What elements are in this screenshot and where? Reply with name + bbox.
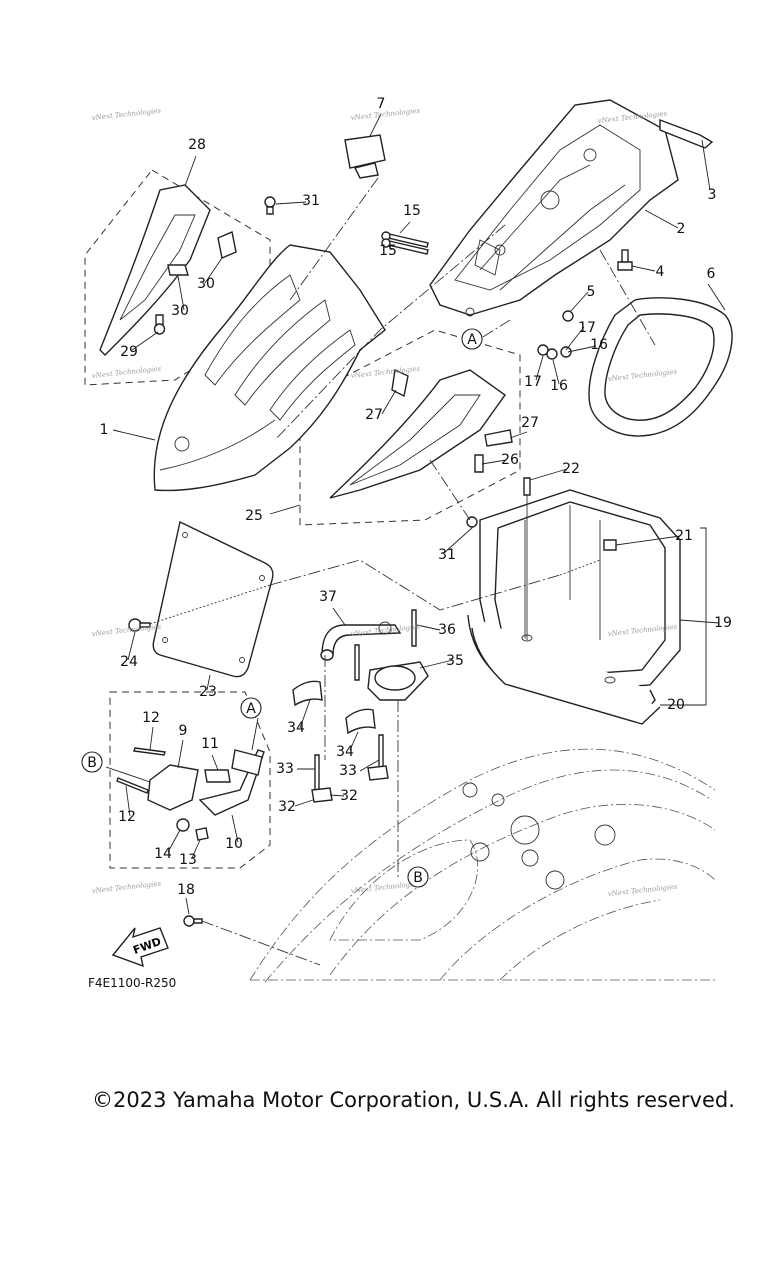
callout-10: 10 (225, 836, 243, 852)
bolt-36 (411, 609, 417, 647)
hull-outline (249, 748, 716, 983)
letter-marker-layer: A A B B (81, 328, 483, 888)
svg-text:B: B (87, 755, 97, 771)
marker-A: A (461, 328, 483, 350)
callout-18: 18 (177, 882, 195, 898)
callout-20: 20 (667, 697, 685, 713)
marker-B: B (407, 866, 429, 888)
fwd-arrow-icon: FWD (111, 927, 169, 968)
bolt-22 (523, 477, 531, 640)
svg-text:A: A (467, 332, 477, 348)
callout-2: 2 (677, 221, 686, 237)
pads-30 (167, 231, 237, 276)
callout-27: 27 (521, 415, 539, 431)
group-box-pedal (109, 691, 271, 869)
drawing-code: F4E1100-R250 (88, 976, 176, 990)
check-valve (367, 661, 429, 701)
callout-17: 17 (524, 374, 542, 390)
callout-21: 21 (675, 528, 693, 544)
group-box-28 (84, 169, 271, 386)
callout-15: 15 (403, 203, 421, 219)
storage-tub (467, 489, 681, 725)
plug-21 (603, 539, 617, 551)
callout-27: 27 (365, 407, 383, 423)
callout-30: 30 (171, 303, 189, 319)
screw-24 (128, 618, 151, 632)
svg-text:B: B (413, 870, 423, 886)
watermark: vNext Technologies (350, 107, 420, 122)
stern-light (344, 134, 386, 179)
nuts-16-17 (537, 344, 572, 360)
callout-6: 6 (707, 266, 716, 282)
callout-15: 15 (379, 243, 397, 259)
group-box-25 (299, 329, 521, 526)
callout-14: 14 (154, 846, 172, 862)
callout-17: 17 (578, 320, 596, 336)
callout-29: 29 (120, 344, 138, 360)
callout-24: 24 (120, 654, 138, 670)
callout-3: 3 (708, 187, 717, 203)
callout-31: 31 (438, 547, 456, 563)
callout-33: 33 (276, 761, 294, 777)
callout-23: 23 (199, 684, 217, 700)
callout-22: 22 (562, 461, 580, 477)
callout-9: 9 (179, 723, 188, 739)
callout-26: 26 (501, 452, 519, 468)
callout-32: 32 (278, 799, 296, 815)
hatch-seal (588, 297, 733, 437)
copyright-notice: ©2023 Yamaha Motor Corporation, U.S.A. A… (92, 1088, 735, 1112)
pads-34 (292, 680, 376, 735)
callout-7: 7 (377, 96, 386, 112)
screw-18 (183, 915, 203, 927)
callout-12: 12 (142, 710, 160, 726)
callout-25: 25 (245, 508, 263, 524)
leader-lines (105, 113, 726, 915)
callout-13: 13 (179, 852, 197, 868)
svg-text:A: A (246, 701, 256, 717)
callout-28: 28 (188, 137, 206, 153)
callout-12: 12 (118, 809, 136, 825)
rear-deck-frame (429, 99, 679, 317)
callout-19: 19 (714, 615, 732, 631)
drain-hose (320, 621, 402, 661)
watermark: vNext Technologies (91, 365, 161, 380)
cover-plate (152, 520, 274, 678)
callout-16: 16 (590, 337, 608, 353)
callout-34: 34 (336, 744, 354, 760)
callout-33: 33 (339, 763, 357, 779)
inner-panel (329, 368, 513, 499)
callout-5: 5 (587, 284, 596, 300)
callout-34: 34 (287, 720, 305, 736)
callout-layer: 1234567910111212131415151616171718192021… (100, 96, 732, 898)
trim-strip (659, 118, 714, 149)
callout-36: 36 (438, 622, 456, 638)
pedal-assembly (116, 747, 265, 841)
parts-diagram: FWD F4E1100-R250 vNext Technologies vNext… (81, 96, 733, 990)
callout-37: 37 (319, 589, 337, 605)
relation-lines (149, 177, 656, 966)
front-cowling (153, 244, 386, 492)
callout-32: 32 (340, 788, 358, 804)
callout-4: 4 (656, 264, 665, 280)
watermark: vNext Technologies (607, 883, 677, 898)
watermark: vNext Technologies (91, 107, 161, 122)
callout-11: 11 (201, 736, 219, 752)
callout-1: 1 (100, 422, 109, 438)
marker-A: A (240, 697, 262, 719)
watermark: vNext Technologies (91, 880, 161, 895)
callout-16: 16 (550, 378, 568, 394)
callout-35: 35 (446, 653, 464, 669)
clips-32 (311, 765, 389, 803)
watermark: vNext Technologies (91, 623, 161, 638)
callout-30: 30 (197, 276, 215, 292)
marker-B: B (81, 751, 103, 773)
screws (153, 196, 574, 528)
watermark: vNext Technologies (350, 365, 420, 380)
callout-31: 31 (302, 193, 320, 209)
bolt-4 (617, 249, 633, 271)
